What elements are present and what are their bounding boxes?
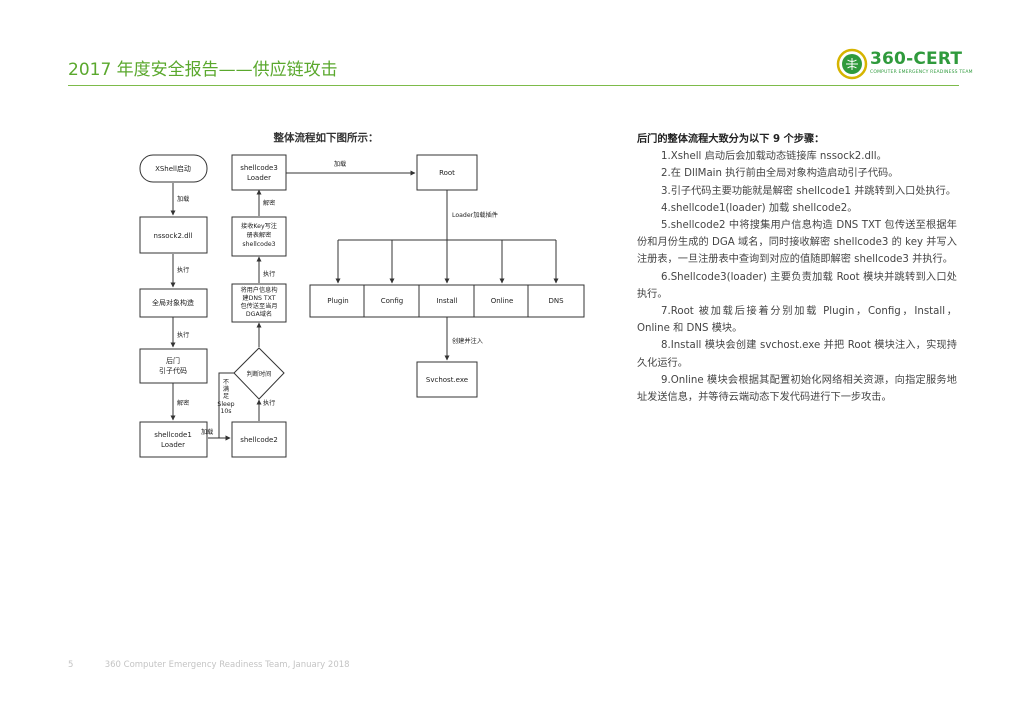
steps-section: 后门的整体流程大致分为以下 9 个步骤： 1.Xshell 启动后会加载动态链接…: [637, 131, 957, 406]
logo-subtitle: COMPUTER EMERGENCY READINESS TEAM: [870, 70, 973, 75]
edge-label-not-satisfied-1: 不: [223, 379, 229, 386]
node-recvkey-label-2: 册表解密: [247, 231, 272, 239]
node-install-label: Install: [436, 297, 457, 305]
node-svchost: [416, 361, 478, 398]
node-sc2-label: shellcode2: [240, 436, 278, 444]
node-sc3-label-1: shellcode3: [240, 164, 278, 172]
node-backdoor-label-2: 引子代码: [159, 366, 187, 375]
node-config-label: Config: [381, 297, 403, 305]
edge-label-not-satisfied-4: Sleep: [217, 401, 234, 408]
node-xshell: [139, 154, 208, 183]
edge-label-load-3: 加载: [334, 160, 346, 168]
step-item: 1.Xshell 启动后会加载动态链接库 nssock2.dll。: [661, 151, 887, 163]
page-title: 2017 年度安全报告——供应链攻击: [68, 60, 338, 80]
node-dga-label-2: 建DNS TXT: [242, 294, 275, 302]
step-item: 5.shellcode2 中将搜集用户信息构造 DNS TXT 包传送至根据年份…: [637, 220, 957, 266]
node-recvkey-label-1: 接收Key写注: [241, 222, 277, 230]
node-plugin: [309, 284, 367, 318]
node-config: [363, 284, 421, 318]
footer-text: 360 Computer Emergency Readiness Team, J…: [104, 660, 350, 670]
node-decision: [233, 347, 285, 400]
node-dga-label-1: 将用户信息构: [240, 286, 277, 294]
node-global: [139, 288, 208, 318]
node-online: [473, 284, 531, 318]
node-root-label: Root: [439, 169, 455, 177]
node-root: [416, 154, 478, 191]
node-sc1-label-1: shellcode1: [154, 431, 192, 439]
step-item: 2.在 DllMain 执行前由全局对象构造启动引子代码。: [661, 168, 899, 180]
node-recvkey: [231, 216, 287, 257]
node-dga-label-4: DGA域名: [246, 310, 272, 318]
node-sc2: [231, 421, 287, 458]
edge-label-load-1: 加载: [177, 195, 189, 203]
edge-label-loader-plugins: Loader加载插件: [452, 211, 498, 219]
node-sc1: [139, 421, 208, 458]
edge-label-load-2: 加载: [201, 428, 213, 436]
step-item: 3.引子代码主要功能就是解密 shellcode1 并跳转到入口处执行。: [661, 185, 957, 197]
node-recvkey-label-3: shellcode3: [242, 241, 275, 248]
step-item: 7.Root 被加载后接着分别加载 Plugin，Config，Install，…: [637, 306, 957, 335]
node-plugin-label: Plugin: [327, 297, 348, 305]
header-divider: [68, 85, 959, 86]
steps-heading: 后门的整体流程大致分为以下 9 个步骤：: [637, 134, 825, 145]
edge-label-exec-2: 执行: [177, 331, 189, 339]
node-nssock2-label: nssock2.dll: [154, 232, 193, 240]
node-global-label: 全局对象构造: [152, 298, 194, 307]
node-dga-label-3: 包传送至当月: [240, 302, 277, 310]
node-dns: [527, 284, 585, 318]
node-sc3: [231, 154, 287, 191]
edge-label-decrypt-2: 解密: [263, 199, 275, 207]
step-item: 6.Shellcode3(loader) 主要负责加载 Root 模块并跳转到入…: [637, 271, 957, 300]
logo: 360-CERT COMPUTER EMERGENCY READINESS TE…: [836, 48, 973, 82]
edge-label-exec-3: 执行: [263, 399, 275, 407]
edge-label-exec-4: 执行: [263, 270, 275, 278]
step-item: 9.Online 模块会根据其配置初始化网络相关资源，向指定服务地址发送信息，并…: [637, 374, 957, 404]
step-item: 4.shellcode1(loader) 加载 shellcode2。: [661, 202, 858, 214]
footer: 5 360 Computer Emergency Readiness Team,…: [68, 660, 350, 670]
page-number: 5: [68, 660, 74, 670]
node-online-label: Online: [491, 297, 514, 305]
edge-label-not-satisfied-3: 足: [223, 393, 229, 400]
node-dns-label: DNS: [548, 297, 564, 305]
edge-label-create-inject: 创建并注入: [452, 337, 483, 345]
node-backdoor: [139, 348, 208, 384]
node-sc1-label-2: Loader: [161, 441, 185, 449]
edge-label-exec-1: 执行: [177, 266, 189, 274]
node-sc3-label-2: Loader: [247, 174, 271, 182]
node-decision-label: 判断时间: [247, 370, 272, 378]
diagram-title: 整体流程如下图所示：: [273, 132, 379, 144]
node-install: [418, 284, 476, 318]
edge-label-not-satisfied-5: 10s: [220, 408, 231, 415]
step-item: 8.Install 模块会创建 svchost.exe 并把 Root 模块注入…: [637, 340, 957, 369]
edge-decision-sleep: [218, 372, 236, 441]
node-backdoor-label-1: 后门: [166, 356, 180, 365]
logo-text: 360-CERT: [870, 49, 963, 69]
node-dga: [231, 283, 287, 323]
node-xshell-label: XShell启动: [155, 164, 191, 173]
edge-label-not-satisfied-2: 满: [223, 385, 229, 393]
globe-emblem-icon: [836, 48, 868, 80]
node-nssock2: [139, 216, 208, 254]
node-svchost-label: Svchost.exe: [426, 376, 468, 384]
edge-label-decrypt-1: 解密: [177, 399, 189, 407]
